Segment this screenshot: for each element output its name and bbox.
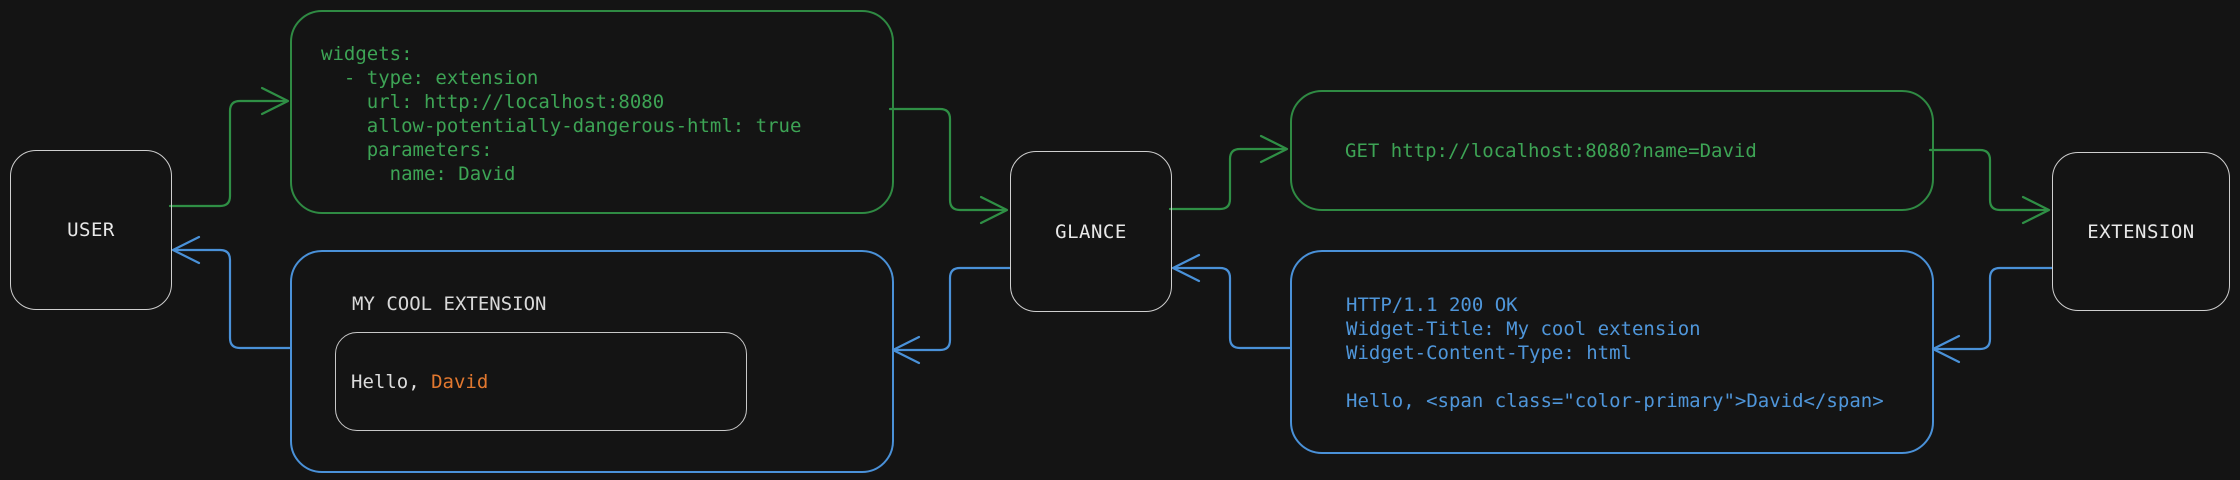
widget-greeting: Hello, David [336,370,488,394]
arrow-response-to-glance-line [1172,266,1292,350]
arrow-request-to-extension-line [1928,148,2050,212]
arrow-extension-to-response [1931,266,2054,364]
greeting-prefix: Hello, [351,370,432,393]
arrow-user-to-config-line [168,99,289,208]
arrow-request-to-extension-head [2021,195,2051,225]
http-response-box: HTTP/1.1 200 OK Widget-Title: My cool ex… [1290,250,1934,454]
http-request-code: GET http://localhost:8080?name=David [1345,139,1757,162]
user-node: USER [10,150,172,310]
arrow-glance-to-widget-line [892,266,1012,352]
rendered-widget-box: MY COOL EXTENSION Hello, David [290,250,894,473]
arrow-glance-to-request-line [1168,147,1288,211]
arrow-config-to-glance-line [888,107,1008,212]
arrow-glance-to-request-head [1259,134,1289,164]
arrow-extension-to-response-line [1932,266,2054,351]
arrow-widget-to-user [171,235,292,350]
arrow-config-to-glance-head [979,195,1009,225]
http-response-code: HTTP/1.1 200 OK Widget-Title: My cool ex… [1346,294,1884,412]
glance-node: GLANCE [1010,151,1172,312]
widget-title: MY COOL EXTENSION [352,293,547,315]
http-request-box: GET http://localhost:8080?name=David [1290,90,1934,211]
arrow-widget-to-user-line [172,248,292,350]
arrow-extension-to-response-head [1931,334,1961,364]
config-yaml-code: widgets: - type: extension url: http://l… [321,43,802,185]
arrow-user-to-config [168,86,290,208]
greeting-name: David [431,370,489,393]
arrow-request-to-extension [1928,148,2051,225]
arrow-glance-to-request [1168,134,1289,211]
extension-node: EXTENSION [2052,152,2230,311]
config-yaml-box: widgets: - type: extension url: http://l… [290,10,894,214]
glance-node-label: GLANCE [1055,220,1127,243]
widget-content-box: Hello, David [335,332,747,431]
arrow-response-to-glance-head [1171,253,1201,283]
arrow-user-to-config-head [260,86,290,116]
extension-node-label: EXTENSION [2087,220,2195,243]
arrow-widget-to-user-head [171,235,201,265]
arrow-response-to-glance [1171,253,1292,350]
user-node-label: USER [67,219,115,241]
arrow-config-to-glance [888,107,1009,225]
arrow-glance-to-widget [891,266,1012,365]
arrow-glance-to-widget-head [891,335,921,365]
